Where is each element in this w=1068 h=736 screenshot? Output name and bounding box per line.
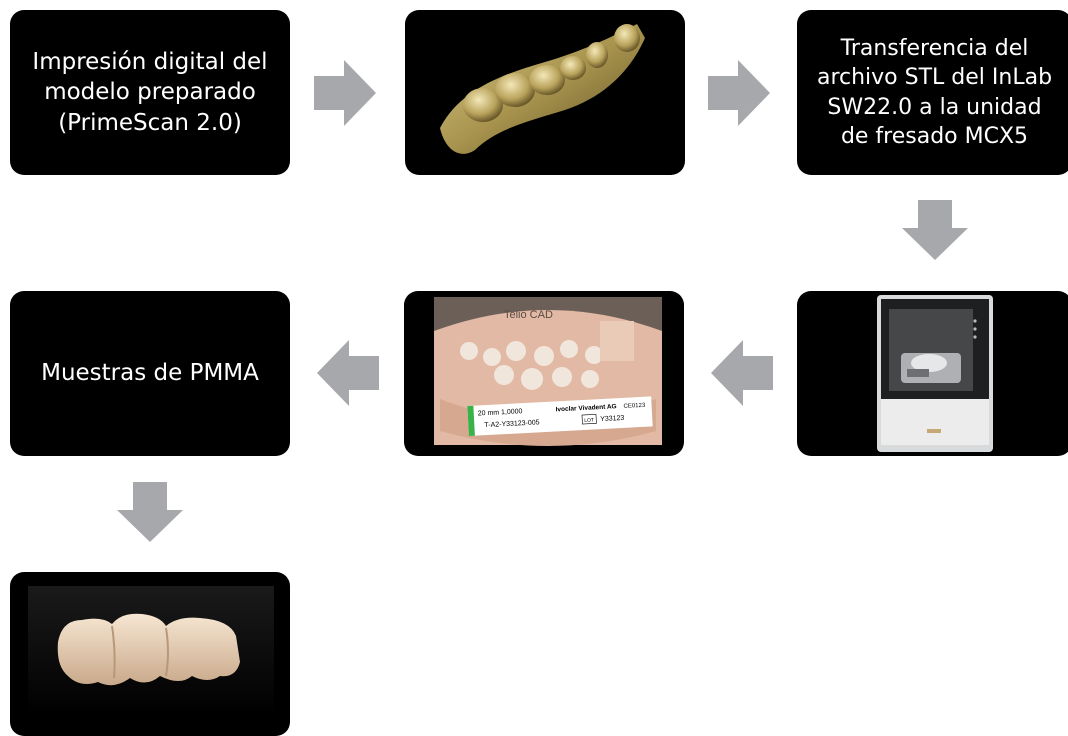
step-box-scanned-model <box>405 10 685 175</box>
step-box-milling-unit <box>797 291 1068 456</box>
step-text-stl-transfer: Transferencia del archivo STL del InLab … <box>817 34 1052 150</box>
step-text-digital-impression: Impresión digital del modelo preparado (… <box>32 47 267 138</box>
step-box-milled-disc: Telio CAD 20 mm 1,0000 Ivoclar Vivadent … <box>404 291 684 456</box>
arrow-right-icon <box>708 60 770 126</box>
arrow-left-icon <box>317 340 379 406</box>
milling-unit-image <box>797 291 1068 456</box>
disc-label-lot: LOT <box>584 417 594 424</box>
disc-brand-text: Telio CAD <box>504 309 553 321</box>
scanned-model-image <box>405 10 685 175</box>
step-text-pmma-samples: Muestras de PMMA <box>41 358 259 388</box>
disc-label-ce: CE0123 <box>623 403 646 410</box>
step-box-digital-impression: Impresión digital del modelo preparado (… <box>10 10 290 175</box>
arrow-down-icon <box>902 200 968 260</box>
pmma-bridge-image <box>10 572 290 736</box>
step-box-pmma-samples: Muestras de PMMA <box>10 291 290 456</box>
step-box-pmma-bridge <box>10 572 290 736</box>
arrow-left-icon <box>711 340 773 406</box>
milled-disc-image: Telio CAD 20 mm 1,0000 Ivoclar Vivadent … <box>404 291 684 456</box>
arrow-right-icon <box>314 60 376 126</box>
step-box-stl-transfer: Transferencia del archivo STL del InLab … <box>797 10 1068 175</box>
disc-label-lotnum: Y33123 <box>600 415 625 423</box>
arrow-down-icon <box>117 482 183 542</box>
